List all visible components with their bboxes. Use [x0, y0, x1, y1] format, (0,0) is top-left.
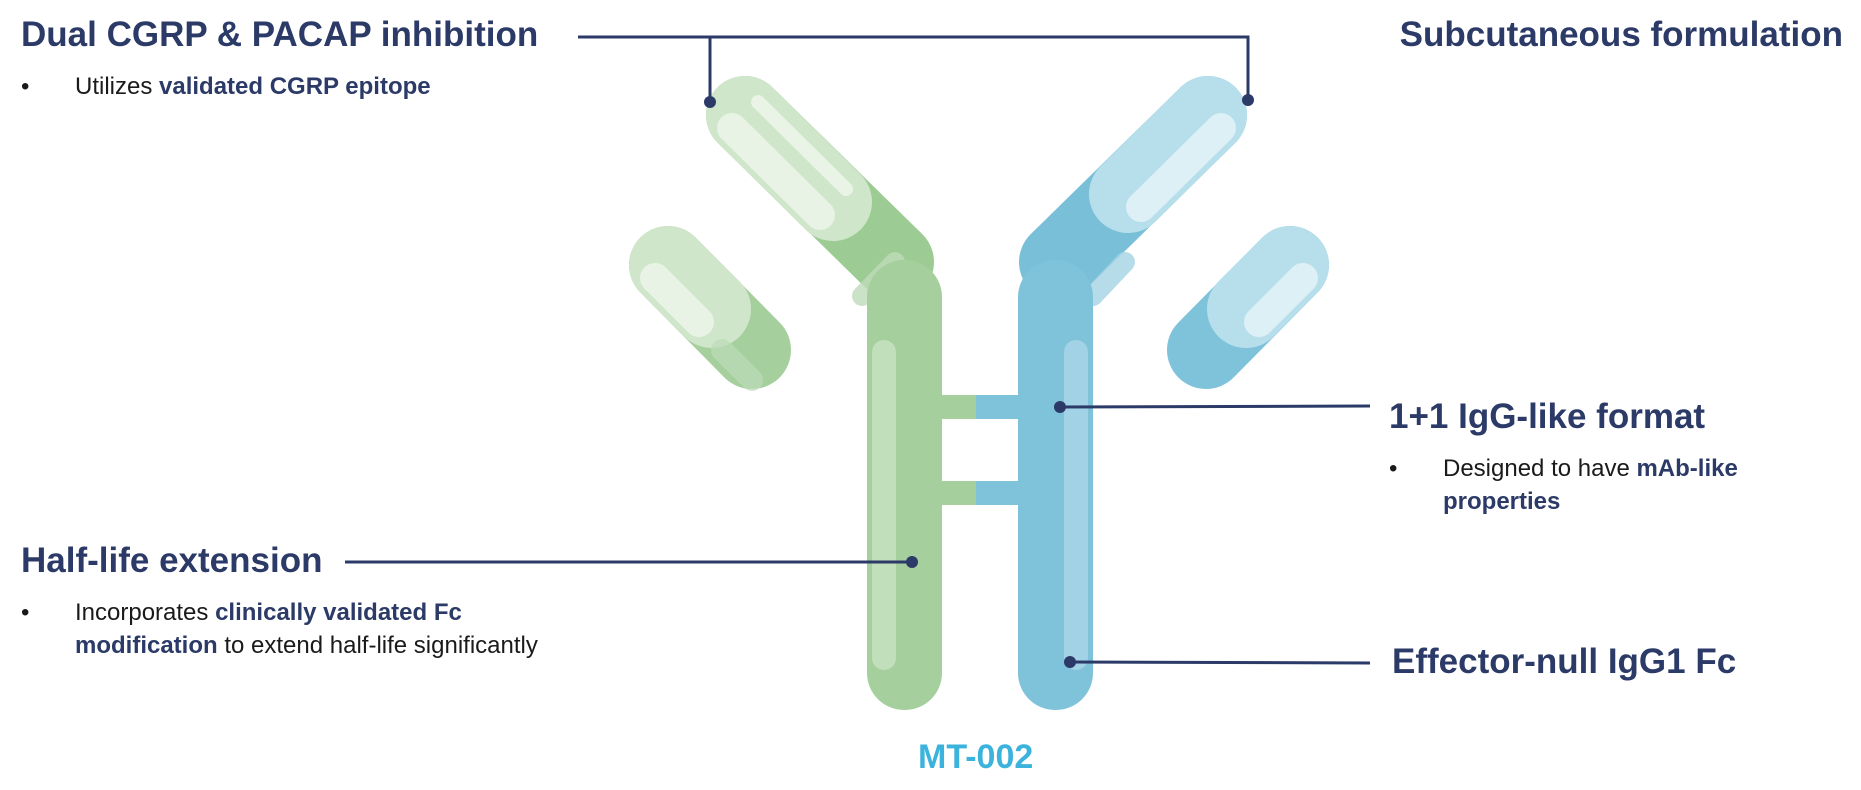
blue-fab-arm — [1019, 76, 1247, 306]
format-heading: 1+1 IgG-like format — [1389, 397, 1706, 436]
connector-format — [1059, 404, 1371, 409]
effector-null-heading: Effector-null IgG1 Fc — [1392, 642, 1737, 681]
connector-effector — [1069, 660, 1371, 665]
bullet-dot: • — [1389, 455, 1398, 482]
endpoint-subq — [1242, 94, 1254, 106]
bullet-dot: • — [21, 599, 30, 626]
blue-hinge-lower — [976, 481, 1020, 505]
green-fab-arm — [706, 76, 934, 306]
blue-light-chain — [1167, 226, 1329, 389]
endpoint-halflife — [906, 556, 918, 568]
dual-inhibition-bullet: • Utilizes validated CGRP epitope — [21, 70, 581, 104]
molecule-caption: MT-002 — [918, 738, 1034, 776]
green-light-chain — [629, 226, 791, 391]
green-hinge-lower — [940, 481, 978, 505]
connector-top — [578, 35, 1250, 100]
endpoint-format — [1054, 401, 1066, 413]
subcutaneous-heading: Subcutaneous formulation — [1399, 15, 1843, 54]
green-fc-stem — [867, 260, 942, 710]
endpoint-effector — [1064, 656, 1076, 668]
blue-hinge-upper — [976, 395, 1020, 419]
green-hinge-upper — [940, 395, 978, 419]
bullet-text: Utilizes validated CGRP epitope — [75, 73, 431, 100]
dual-inhibition-heading: Dual CGRP & PACAP inhibition — [21, 15, 539, 54]
callout-connectors — [345, 35, 1371, 665]
bullet-dot: • — [21, 73, 30, 100]
blue-fc-stem — [1018, 260, 1093, 710]
callout-endpoints — [704, 94, 1254, 668]
half-life-heading: Half-life extension — [21, 541, 323, 580]
endpoint-dual — [704, 96, 716, 108]
